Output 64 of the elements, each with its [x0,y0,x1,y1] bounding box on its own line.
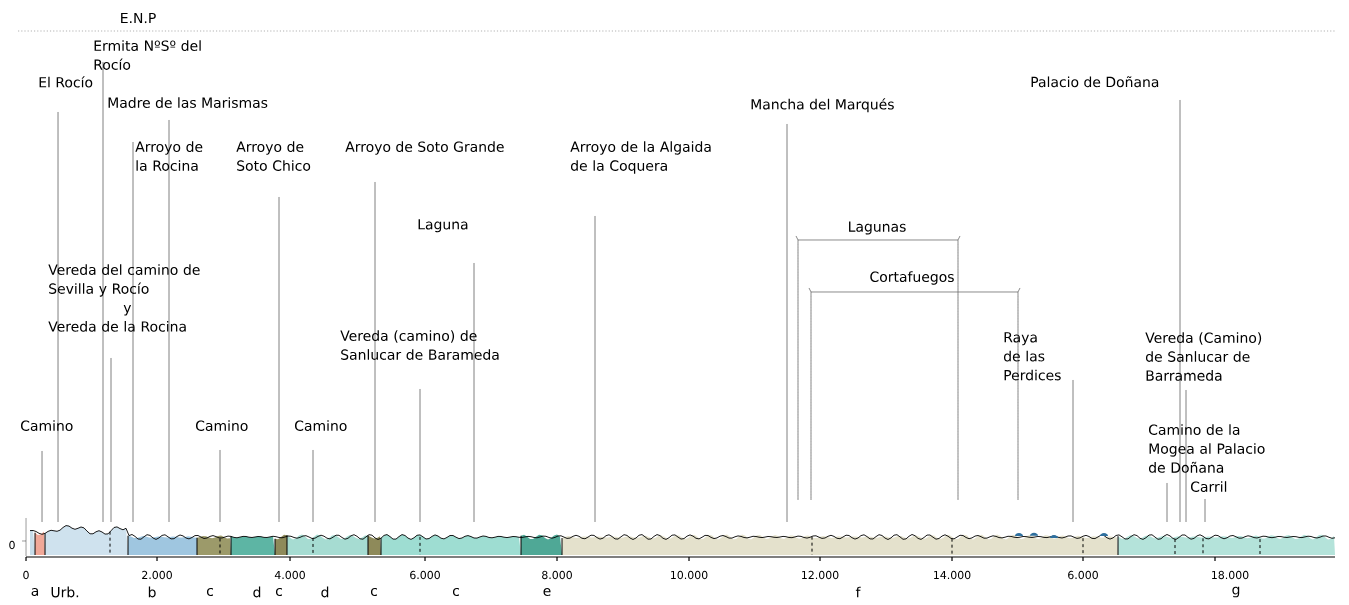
zone-letter: b [148,586,156,598]
place-label: Camino [21,420,73,431]
zone-letter: Urb. [51,586,79,598]
leader-line [1166,482,1168,523]
zone-letter: a [31,588,38,596]
place-label: Vereda (camino) de Sanlucar de Barameda [340,330,499,360]
zone-letter: e [543,588,551,596]
terrain-profile-drawing [21,517,1336,557]
place-label: El Rocío [39,76,93,88]
leader-line [594,215,596,523]
zone-letter: d [253,586,261,598]
leader-line [132,141,134,523]
place-label: Carril [1191,481,1227,492]
leader-line [1185,389,1187,523]
place-label: Vereda del camino de Sevilla y Rocío y Vereda de la Rocina [48,264,200,332]
leader-line [102,61,104,523]
leader-line [473,262,475,523]
tick-label: 6.000 [410,570,440,580]
leader-line [1072,379,1074,523]
tick-label: 12.000 [802,570,839,580]
place-label: Ermita NºSº del Rocío [94,40,201,70]
tick-label: 0 [23,570,29,580]
place-label: Camino [196,420,248,431]
tick-label: 6.000 [1068,570,1098,580]
tick-label: 14.000 [934,570,971,580]
place-label: Laguna [418,219,468,233]
place-label: Vereda (Camino) de Sanlucar de Barrameda [1145,332,1262,381]
leader-line [41,450,43,523]
place-label: Camino de la Mogea al Palacio de Doñana [1148,424,1265,473]
zone-letter: c [275,588,282,596]
place-label: Camino [295,420,347,431]
tick-label: 18.000 [1212,570,1249,580]
place-label: Arroyo de Soto Chico [236,141,311,171]
zone-letter: c [206,588,213,596]
zone-letter: c [370,588,377,596]
zone-letter: d [321,586,329,598]
leader-line [110,357,112,523]
place-label: Palacio de Doñana [1031,76,1159,88]
tick-label: 2.000 [142,570,172,580]
place-label: Mancha del Marqués [751,98,894,113]
tick-label: 10.000 [671,570,708,580]
leader-line [786,123,788,523]
range-label: Cortafuegos [870,271,954,285]
tick-label: 4.000 [274,570,305,580]
leader-line [312,449,314,523]
leader-line [219,449,221,523]
heading: E.N.P [121,12,156,24]
place-label: Raya de las Perdices [1003,332,1061,381]
place-label: Arroyo de la Rocina [135,141,203,171]
leader-line [278,196,280,523]
leader-line [168,119,170,523]
leader-line [419,388,421,523]
place-label: Arroyo de la Algaida de la Coquera [570,141,711,174]
zone-letter: g [1232,586,1240,598]
leader-line [1204,498,1206,523]
leader-line [1179,99,1181,523]
leader-line [57,111,59,523]
zone-letter: c [452,588,459,596]
place-label: Arroyo de Soto Grande [345,141,504,155]
place-label: Madre de las Marismas [108,97,268,108]
range-label: Lagunas [849,221,906,235]
leader-line [374,181,376,523]
tick-label: 8.000 [542,570,572,580]
zone-letter: f [855,586,861,598]
